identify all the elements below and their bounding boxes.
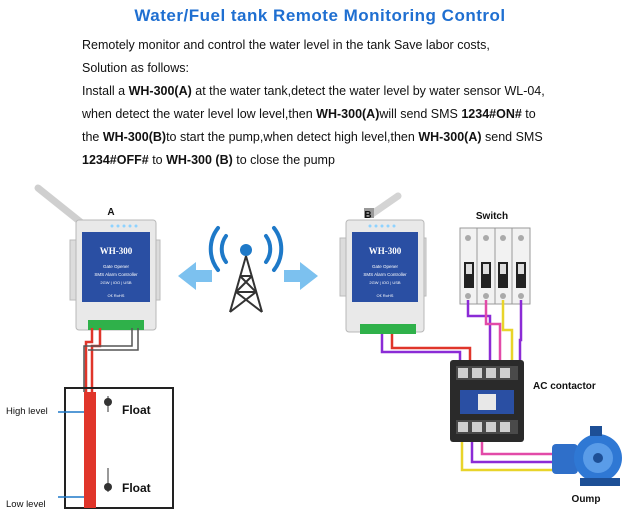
pump-label: Oump — [572, 494, 601, 505]
signal-arrow-right — [284, 262, 318, 290]
pump-icon: Oump — [552, 426, 622, 505]
svg-text:Gate Opener: Gate Opener — [103, 264, 130, 269]
device-a-terminals — [88, 320, 144, 330]
page-title: Water/Fuel tank Remote Monitoring Contro… — [134, 6, 506, 25]
device-ref: WH-300(A) — [128, 84, 192, 98]
float-bottom-label: Float — [122, 481, 151, 495]
svg-text:SMS Alarm Controller: SMS Alarm Controller — [94, 272, 138, 277]
device-b-model: WH-300 — [369, 246, 402, 256]
svg-text:2GW | IOO | USB: 2GW | IOO | USB — [369, 280, 401, 285]
ac-contactor: AC contactor — [450, 360, 596, 442]
wires — [83, 300, 555, 490]
device-a-panel — [82, 232, 150, 302]
water-tank: Float Float High level Low level — [6, 387, 174, 510]
device-b-terminals — [360, 324, 416, 334]
high-level-label: High level — [6, 406, 48, 417]
device-b-panel — [352, 232, 418, 302]
device-ref: WH-300(B) — [102, 130, 167, 144]
float-top-icon — [104, 398, 112, 406]
svg-text:C€ RoHS: C€ RoHS — [108, 293, 125, 298]
device-a-model: WH-300 — [100, 246, 133, 256]
device-b: WH-300 Gate Opener SMS Alarm Controller … — [339, 192, 427, 334]
svg-text:2GW | IOO | USB: 2GW | IOO | USB — [100, 280, 132, 285]
device-a-label: A — [107, 207, 114, 218]
float-top-label: Float — [122, 403, 151, 417]
device-ref: WH-300 (B) — [166, 153, 233, 167]
svg-text:SMS Alarm Controller: SMS Alarm Controller — [363, 272, 407, 277]
body-line-3: the WH-300(B)to start the pump,when dete… — [82, 130, 543, 144]
low-level-label: Low level — [6, 499, 46, 510]
antenna-b — [368, 192, 402, 218]
intro-line-2: Solution as follows: — [82, 61, 190, 75]
svg-text:Gate Opener: Gate Opener — [372, 264, 399, 269]
body-line-4: 1234#OFF# to WH-300 (B) to close the pum… — [82, 153, 335, 167]
device-a: WH-300 Gate Opener SMS Alarm Controller … — [34, 184, 161, 331]
sms-code: 1234#OFF# — [82, 153, 149, 167]
circuit-breaker-switch: Switch — [459, 211, 531, 305]
sms-code: 1234#ON# — [461, 107, 522, 121]
svg-text:C€ RoHS: C€ RoHS — [377, 293, 394, 298]
water-level-sensor — [84, 392, 96, 508]
device-ref: WH-300(A) — [418, 130, 482, 144]
cell-tower-icon — [208, 226, 284, 313]
device-ref: WH-300(A) — [316, 107, 380, 121]
body-line-1: Install a WH-300(A) at the water tank,de… — [82, 84, 545, 98]
description-text: Remotely monitor and control the water l… — [82, 34, 634, 172]
float-bottom-icon — [104, 483, 112, 491]
signal-arrow-left — [178, 262, 212, 290]
intro-line-1: Remotely monitor and control the water l… — [82, 38, 490, 52]
body-line-2: when detect the water level low level,th… — [82, 107, 536, 121]
contactor-label: AC contactor — [533, 381, 596, 392]
device-b-label: B — [364, 210, 371, 221]
switch-label: Switch — [476, 211, 508, 222]
